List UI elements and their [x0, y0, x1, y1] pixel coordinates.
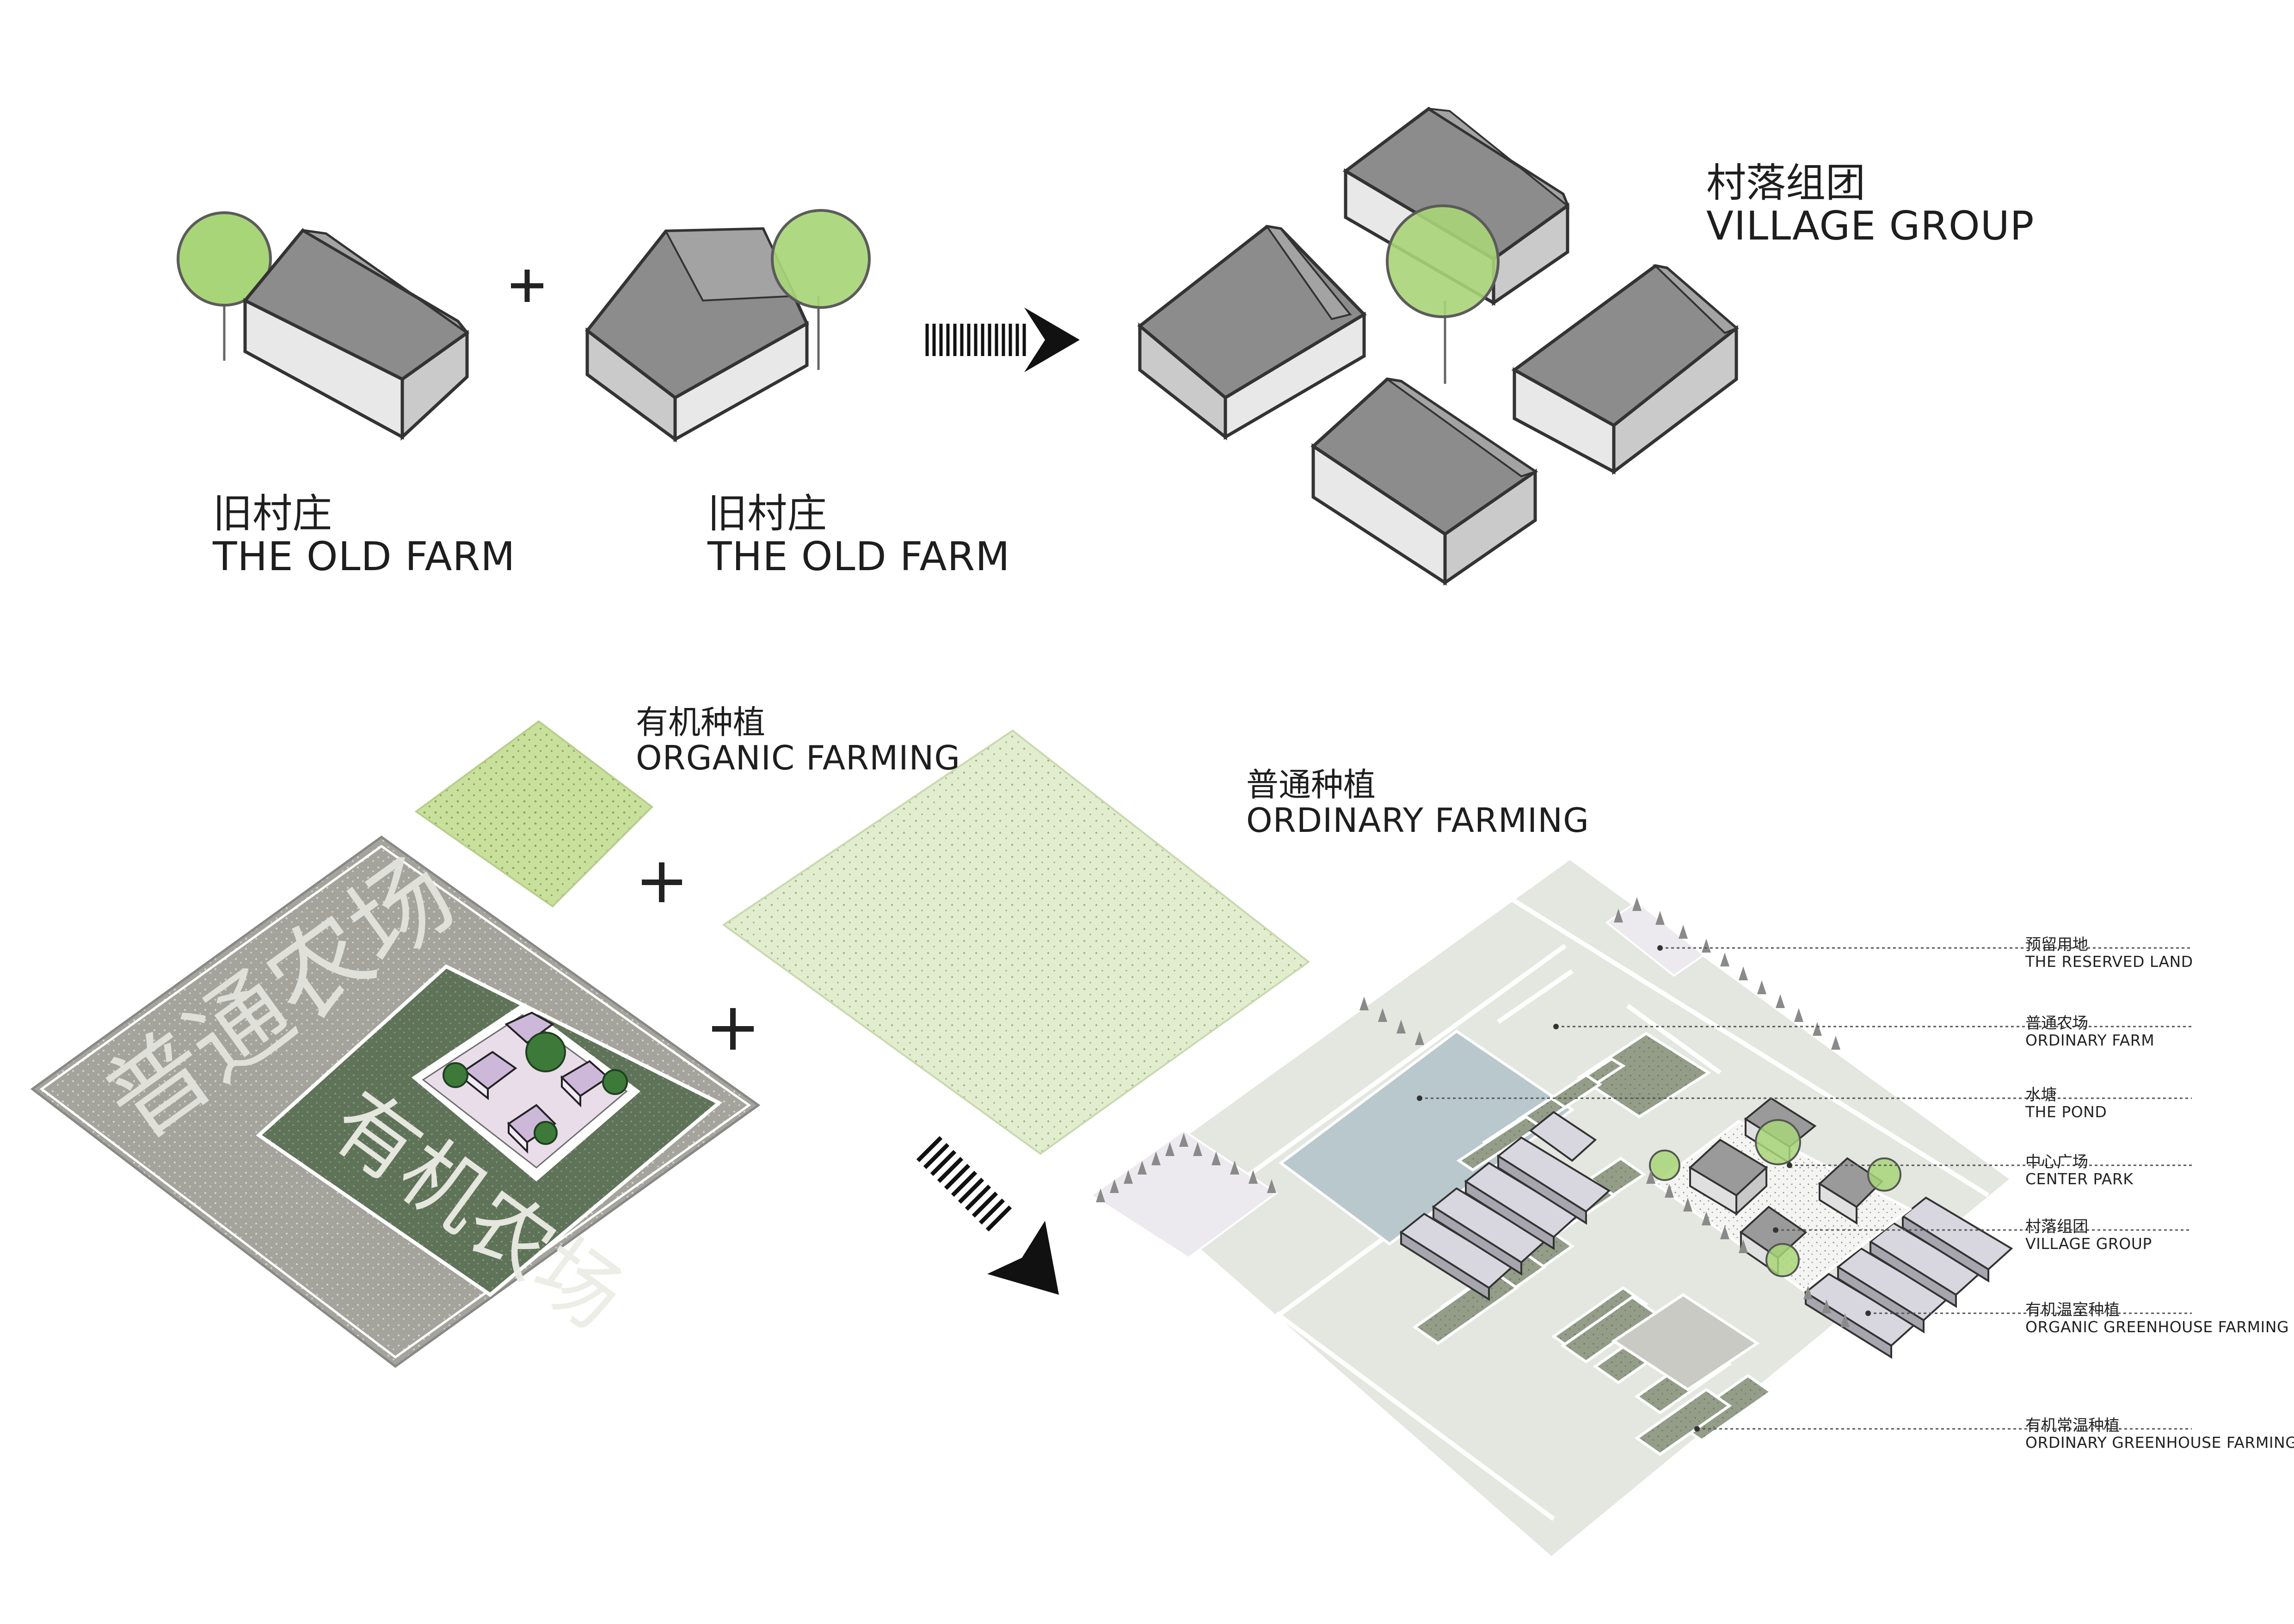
- legend-item-zh: 中心广场: [2025, 1153, 2088, 1171]
- label-ordinary-farming-en: ORDINARY FARMING: [1246, 800, 1589, 840]
- farm-plan-diamond: [30, 835, 761, 1368]
- label-village-group-zh: 村落组团: [1706, 160, 1865, 206]
- arrow-down-right-icon: [916, 1136, 1059, 1295]
- label-village-group: 村落组团 VILLAGE GROUP: [1706, 162, 2035, 248]
- ordinary-farming-tile: [722, 729, 1310, 1155]
- label-organic-farming-zh: 有机种植: [636, 703, 765, 741]
- legend-item-ordinary-farm: 普通农场 ORDINARY FARM: [2025, 1015, 2154, 1049]
- legend-item-zh: 普通农场: [2025, 1014, 2088, 1033]
- legend-item-zh: 有机温室种植: [2025, 1301, 2120, 1319]
- legend-item-village-group: 村落组团 VILLAGE GROUP: [2025, 1218, 2152, 1253]
- legend-item-zh: 预留用地: [2025, 935, 2088, 954]
- masterplan-iso: [1089, 860, 2013, 1556]
- arrow-right-icon: [925, 308, 1080, 372]
- legend-item-zh: 水塘: [2025, 1086, 2057, 1104]
- legend-item-zh: 有机常温种植: [2025, 1416, 2120, 1435]
- legend-item-pond: 水塘 THE POND: [2025, 1086, 2107, 1121]
- old-farm-house-1: [177, 211, 470, 441]
- legend-item-en: ORDINARY FARM: [2025, 1031, 2155, 1050]
- label-old-farm-1-en: THE OLD FARM: [213, 533, 516, 580]
- legend-item-en: THE POND: [2025, 1103, 2107, 1121]
- label-village-group-en: VILLAGE GROUP: [1706, 203, 2035, 249]
- village-house-bottom: [1310, 377, 1538, 586]
- village-house-left: [1137, 225, 1367, 441]
- old-farm-house-2: [585, 209, 871, 443]
- label-old-farm-2: 旧村庄 THE OLD FARM: [707, 492, 1010, 578]
- legend-item-organic-greenhouse: 有机温室种植 ORGANIC GREENHOUSE FARMING: [2025, 1301, 2289, 1336]
- plus-sign-bottom-1: [642, 862, 682, 902]
- legend-leader-lines: [1420, 947, 2192, 1430]
- plus-sign-top: [511, 270, 543, 302]
- organic-farming-tile: [414, 720, 654, 908]
- label-ordinary-farming-zh: 普通种植: [1246, 766, 1376, 804]
- legend-item-en: VILLAGE GROUP: [2025, 1235, 2152, 1253]
- legend-item-en: ORDINARY GREENHOUSE FARMING: [2025, 1433, 2294, 1452]
- village-tree: [1386, 204, 1500, 384]
- plus-sign-bottom-2: [712, 1008, 754, 1050]
- legend-item-en: CENTER PARK: [2025, 1170, 2134, 1188]
- legend-item-center-park: 中心广场 CENTER PARK: [2025, 1153, 2134, 1188]
- legend-item-reserved-land: 预留用地 THE RESERVED LAND: [2025, 936, 2193, 971]
- label-old-farm-1: 旧村庄 THE OLD FARM: [213, 492, 515, 578]
- legend-item-ordinary-greenhouse: 有机常温种植 ORDINARY GREENHOUSE FARMING: [2025, 1417, 2294, 1452]
- label-old-farm-2-en: THE OLD FARM: [707, 533, 1010, 580]
- legend-item-en: ORGANIC GREENHOUSE FARMING: [2025, 1318, 2289, 1336]
- legend-item-en: THE RESERVED LAND: [2025, 953, 2193, 971]
- legend-item-zh: 村落组团: [2025, 1218, 2088, 1236]
- label-organic-farming: 有机种植 ORGANIC FARMING: [636, 705, 960, 776]
- label-old-farm-2-zh: 旧村庄: [707, 491, 827, 537]
- label-ordinary-farming: 普通种植 ORDINARY FARMING: [1246, 766, 1589, 840]
- label-old-farm-1-zh: 旧村庄: [213, 491, 332, 537]
- label-organic-farming-en: ORGANIC FARMING: [636, 738, 961, 777]
- village-house-right: [1511, 264, 1739, 475]
